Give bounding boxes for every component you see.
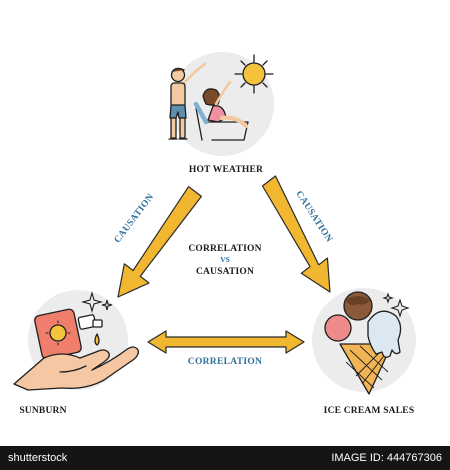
sunburn-label: SUNBURN xyxy=(19,406,66,416)
correlation-double-arrow xyxy=(147,330,305,354)
center-title-correlation: CORRELATION xyxy=(188,244,261,254)
strawberry-scoop xyxy=(324,314,352,342)
sparkle-icon xyxy=(382,292,410,318)
watermark-bar: shutterstock IMAGE ID: 444767306 xyxy=(0,446,450,470)
sunscreen-drop-icon xyxy=(94,333,100,346)
ice-cream-sales-label: ICE CREAM SALES xyxy=(324,406,415,416)
sunscreen-bottle-icon xyxy=(34,308,103,360)
causation-arrow-left xyxy=(117,186,202,298)
hot-weather-label: HOT WEATHER xyxy=(189,165,263,175)
correlation-label-bottom: CORRELATION xyxy=(188,357,262,367)
sun-icon xyxy=(234,54,274,94)
ice-cream-cone-icon xyxy=(324,291,402,395)
vanilla-scoop xyxy=(367,310,402,358)
sunburn-illustration xyxy=(13,290,139,391)
sparkle-icon xyxy=(80,290,113,314)
causation-arrow-right xyxy=(261,175,331,293)
standing-man-figure xyxy=(168,62,207,140)
center-vs: VS xyxy=(220,255,230,264)
ice-cream-illustration xyxy=(312,288,416,395)
center-title-causation: CAUSATION xyxy=(196,267,254,277)
open-hand-icon xyxy=(13,346,139,391)
hot-weather-illustration xyxy=(168,52,274,156)
woman-on-lounger-figure xyxy=(193,80,249,141)
causation-label-left: CAUSATION xyxy=(113,192,157,245)
watermark-image-id: IMAGE ID: 444767306 xyxy=(331,452,442,464)
watermark-brand: shutterstock xyxy=(8,452,68,464)
